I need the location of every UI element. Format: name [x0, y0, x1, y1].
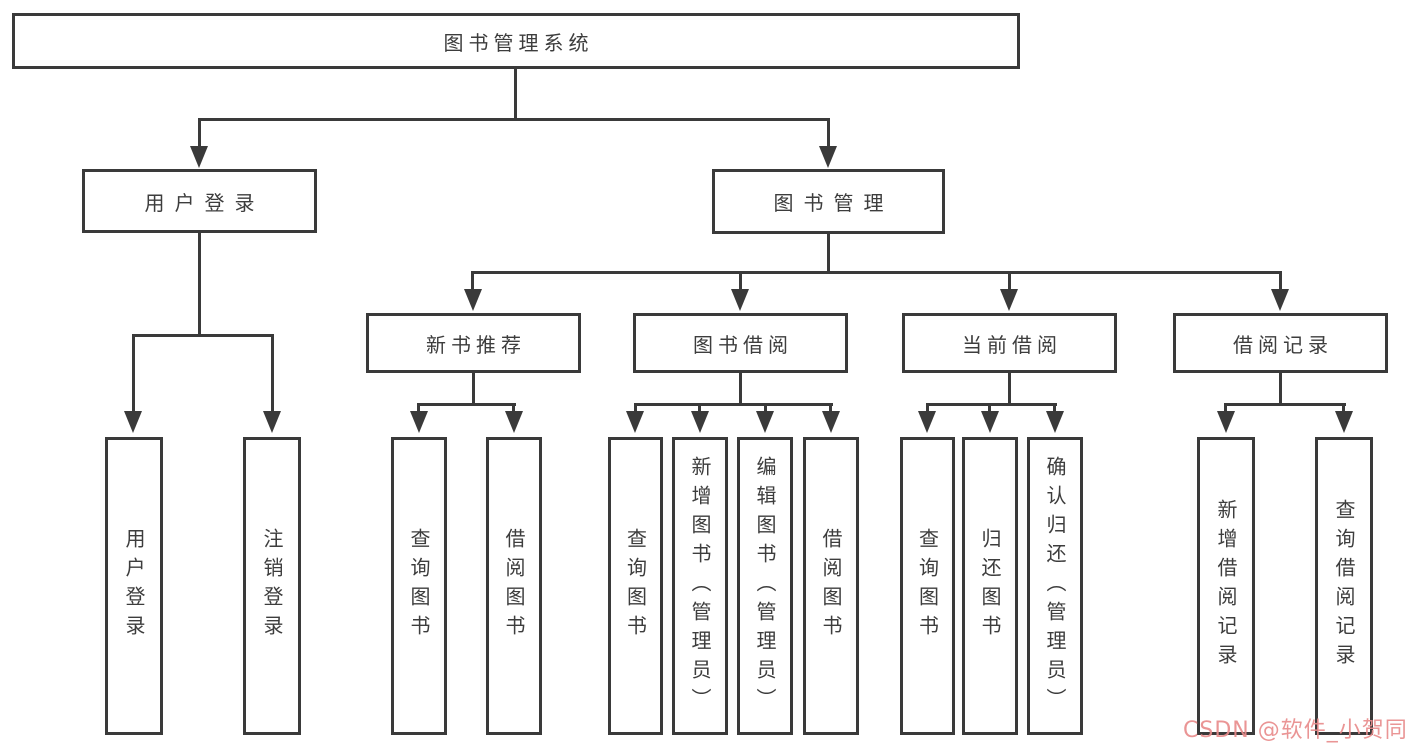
connector-line	[1053, 403, 1056, 413]
connector-line	[417, 403, 420, 413]
arrow-down-icon	[1000, 289, 1018, 311]
arrow-down-icon	[981, 411, 999, 433]
watermark: CSDN @软件_小贺同学	[1183, 718, 1405, 743]
arrow-down-icon	[1046, 411, 1064, 433]
leaf-logout-login-label: 注销登录	[260, 528, 284, 644]
arrow-down-icon	[464, 289, 482, 311]
leaf-return-books: 归还图书	[962, 437, 1018, 735]
connector-line	[1279, 373, 1282, 406]
connector-line	[829, 403, 832, 413]
connector-line	[1224, 403, 1346, 406]
connector-line	[471, 271, 474, 291]
connector-line	[132, 334, 135, 414]
connector-line	[1342, 403, 1345, 413]
arrow-down-icon	[1335, 411, 1353, 433]
arrow-down-icon	[918, 411, 936, 433]
leaf-query-books-recommend: 查询图书	[391, 437, 447, 735]
arrow-down-icon	[819, 146, 837, 168]
leaf-query-books-current: 查询图书	[900, 437, 955, 735]
node-book-management-label: 图书管理	[773, 191, 894, 215]
leaf-logout-login: 注销登录	[243, 437, 301, 735]
arrow-down-icon	[822, 411, 840, 433]
leaf-borrow-books-recommend-label: 借阅图书	[502, 528, 526, 644]
leaf-borrow-books: 借阅图书	[803, 437, 859, 735]
node-current-borrowing-label: 当前借阅	[962, 332, 1062, 357]
connector-line	[514, 69, 517, 121]
leaf-add-borrow-record: 新增借阅记录	[1197, 437, 1255, 735]
leaf-query-books-borrowing-label: 查询图书	[623, 528, 648, 644]
connector-line	[132, 334, 274, 337]
node-new-book-recommendation-label: 新书推荐	[426, 332, 526, 357]
connector-line	[1008, 271, 1011, 291]
arrow-down-icon	[263, 411, 281, 433]
node-book-borrowing-label: 图书借阅	[693, 332, 793, 357]
connector-line	[988, 403, 991, 413]
connector-line	[271, 334, 274, 414]
connector-line	[739, 373, 742, 406]
connector-line	[1279, 271, 1282, 291]
leaf-add-books-admin-label: 新增图书（管理员）	[688, 455, 712, 717]
connector-line	[739, 271, 742, 291]
arrow-down-icon	[410, 411, 428, 433]
node-new-book-recommendation: 新书推荐	[366, 313, 581, 373]
node-user-login: 用户登录	[82, 169, 317, 233]
connector-line	[471, 271, 1282, 274]
leaf-edit-books-admin: 编辑图书（管理员）	[737, 437, 793, 735]
leaf-add-books-admin: 新增图书（管理员）	[672, 437, 728, 735]
connector-line	[698, 403, 701, 413]
leaf-add-borrow-record-label: 新增借阅记录	[1214, 499, 1238, 673]
connector-line	[827, 234, 830, 274]
connector-line	[472, 373, 475, 406]
connector-line	[634, 403, 833, 406]
connector-line	[198, 233, 201, 337]
connector-line	[926, 403, 1057, 406]
arrow-down-icon	[626, 411, 644, 433]
leaf-query-books-borrowing: 查询图书	[608, 437, 663, 735]
arrow-down-icon	[124, 411, 142, 433]
leaf-borrow-books-recommend: 借阅图书	[486, 437, 542, 735]
node-borrowing-records: 借阅记录	[1173, 313, 1388, 373]
connector-line	[634, 403, 637, 413]
connector-line	[1224, 403, 1227, 413]
arrow-down-icon	[190, 146, 208, 168]
node-current-borrowing: 当前借阅	[902, 313, 1117, 373]
leaf-user-login: 用户登录	[105, 437, 163, 735]
connector-line	[764, 403, 767, 413]
arrow-down-icon	[505, 411, 523, 433]
node-borrowing-records-label: 借阅记录	[1233, 332, 1333, 357]
connector-line	[827, 118, 830, 148]
arrow-down-icon	[731, 289, 749, 311]
node-book-management: 图书管理	[712, 169, 945, 234]
connector-line	[198, 118, 830, 121]
arrow-down-icon	[691, 411, 709, 433]
leaf-confirm-return-admin: 确认归还（管理员）	[1027, 437, 1083, 735]
arrow-down-icon	[1271, 289, 1289, 311]
connector-line	[198, 118, 201, 148]
node-root: 图书管理系统	[12, 13, 1020, 69]
connector-line	[1008, 373, 1011, 406]
leaf-query-borrow-record: 查询借阅记录	[1315, 437, 1373, 735]
leaf-query-books-current-label: 查询图书	[915, 528, 940, 644]
leaf-query-books-recommend-label: 查询图书	[407, 528, 431, 644]
leaf-return-books-label: 归还图书	[978, 528, 1002, 644]
leaf-query-borrow-record-label: 查询借阅记录	[1332, 499, 1356, 673]
node-book-borrowing: 图书借阅	[633, 313, 848, 373]
leaf-borrow-books-label: 借阅图书	[819, 528, 843, 644]
connector-line	[512, 403, 515, 413]
node-user-login-label: 用户登录	[144, 190, 265, 215]
leaf-edit-books-admin-label: 编辑图书（管理员）	[753, 455, 777, 717]
arrow-down-icon	[1217, 411, 1235, 433]
leaf-confirm-return-admin-label: 确认归还（管理员）	[1043, 455, 1067, 717]
connector-line	[417, 403, 516, 406]
connector-line	[926, 403, 929, 413]
node-root-label: 图书管理系统	[443, 30, 594, 55]
leaf-user-login-label: 用户登录	[122, 528, 146, 644]
arrow-down-icon	[756, 411, 774, 433]
